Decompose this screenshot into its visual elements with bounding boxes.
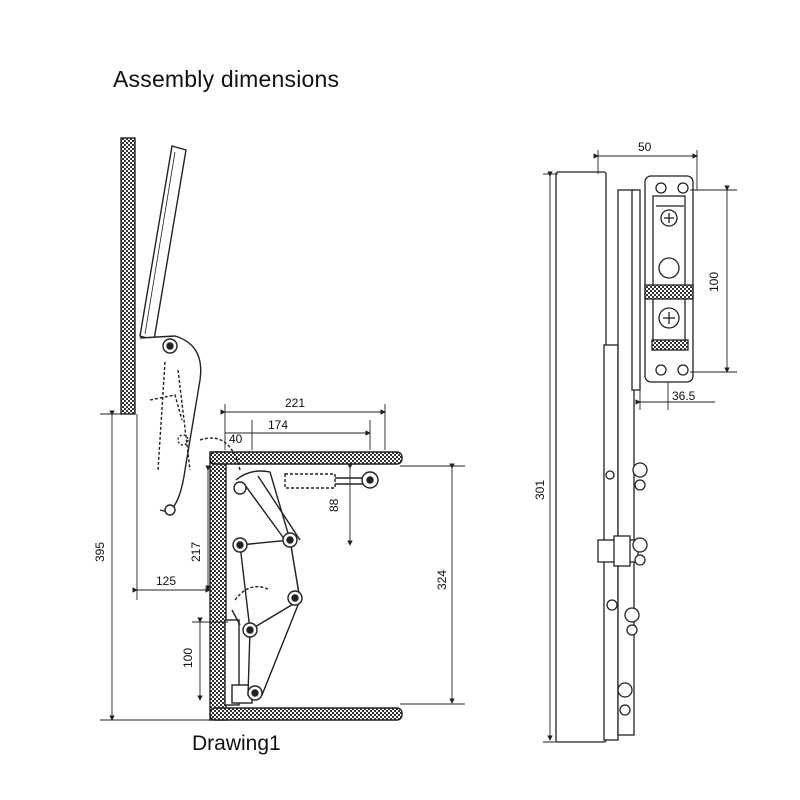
upper-hinge-arm (139, 335, 202, 513)
dim-395: 395 (93, 542, 107, 562)
side-view-dimensions (100, 404, 465, 721)
wall-panel (120, 137, 136, 415)
dim-36-5: 36.5 (672, 389, 696, 403)
dim-301: 301 (533, 480, 547, 500)
dim-88: 88 (327, 498, 341, 512)
drawing-title: Assembly dimensions (113, 66, 340, 92)
dim-125: 125 (156, 574, 176, 588)
dim-40: 40 (229, 432, 243, 446)
dim-324: 324 (435, 570, 449, 590)
raised-lid (139, 145, 187, 341)
drawing-caption: Drawing1 (192, 732, 281, 755)
cabinet-side (209, 451, 227, 721)
dim-100-left: 100 (181, 648, 195, 668)
dim-174: 174 (268, 418, 288, 432)
dim-217: 217 (189, 542, 203, 562)
lift-mechanism (224, 470, 379, 706)
front-view-dimensions (543, 150, 737, 743)
dim-221: 221 (285, 396, 305, 410)
dim-50: 50 (638, 140, 652, 154)
lower-bolts (597, 462, 648, 716)
front-view (543, 150, 737, 743)
cabinet-top (209, 451, 403, 465)
side-plate (555, 171, 607, 743)
dim-100-right: 100 (707, 272, 721, 292)
cabinet-bottom (209, 707, 403, 721)
side-view (100, 137, 465, 721)
